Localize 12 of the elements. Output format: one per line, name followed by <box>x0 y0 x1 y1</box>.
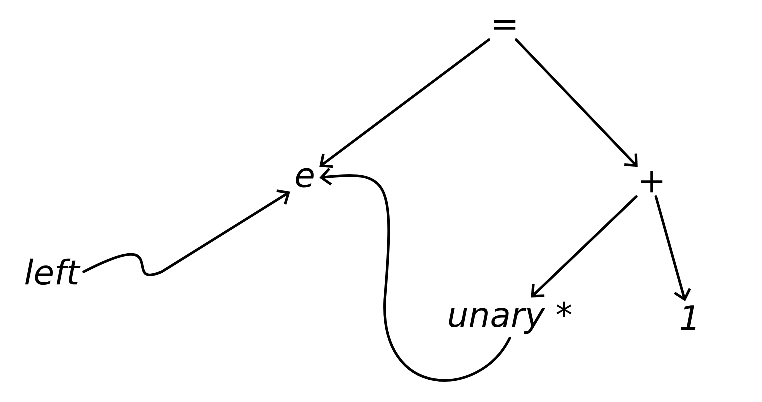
tree-label: left <box>25 258 81 286</box>
arrow <box>82 190 290 276</box>
arrow <box>320 38 490 168</box>
tree-label: unary * <box>449 302 572 334</box>
arrow <box>654 196 692 302</box>
tree-label: 1 <box>680 306 696 330</box>
arrow <box>515 38 638 168</box>
arrow <box>531 196 638 298</box>
tree-label: = <box>494 20 516 30</box>
arrow <box>320 168 512 382</box>
tree-label: + <box>641 171 663 193</box>
tree-label: e <box>296 168 314 188</box>
